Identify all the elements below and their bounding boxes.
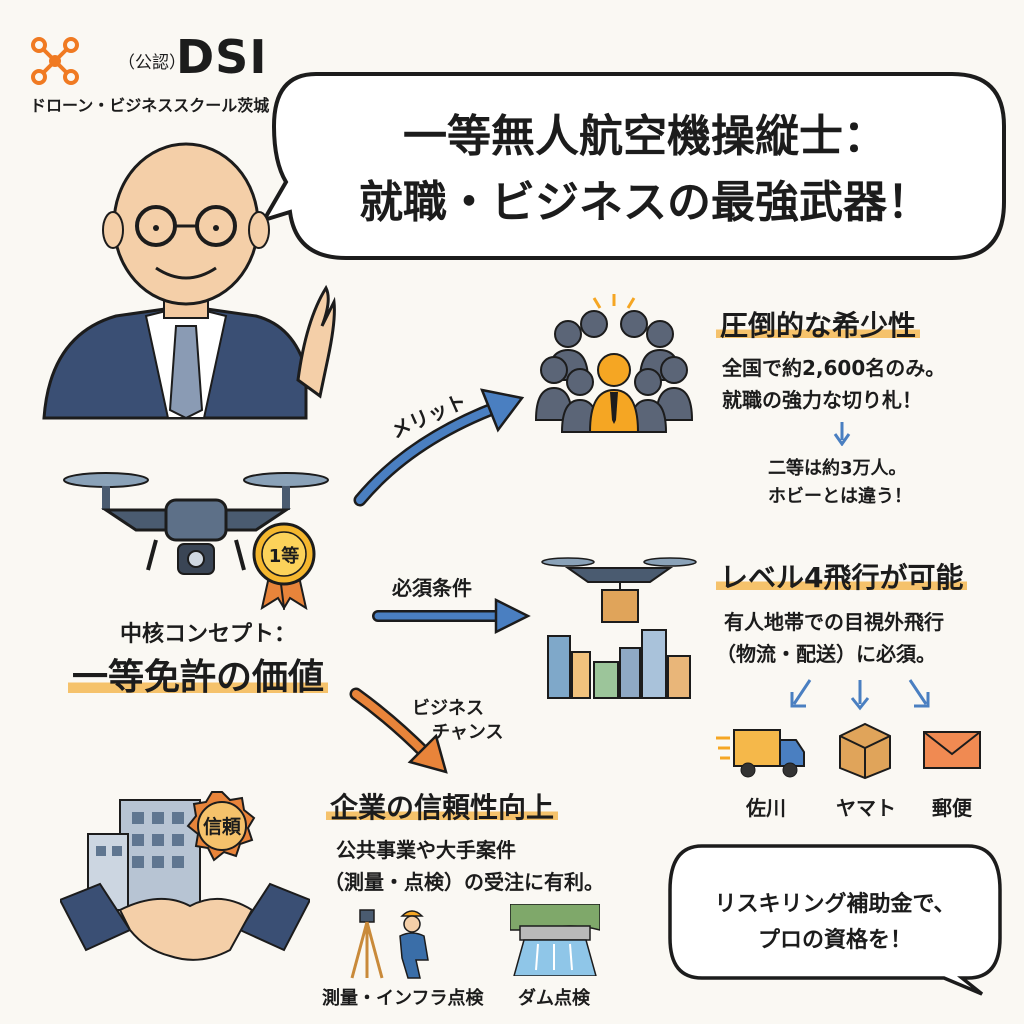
carrier-label-post: 郵便 (932, 796, 972, 820)
trust-line-2: （測量・点検）の受注に有利。 (324, 870, 604, 894)
headline-line1: 一等無人航空機操縦士： (403, 111, 887, 162)
trust-title-text: 企業の信頼性向上 (326, 791, 559, 824)
merit-arrow-icon (350, 380, 530, 510)
delivery-drone-city-icon (538, 552, 700, 702)
brand-name: DSI (176, 30, 268, 84)
carrier-arrows-icon (784, 676, 944, 712)
trust-seal-icon (186, 790, 258, 862)
headline-bubble (256, 62, 1012, 266)
headline-line2: 就職・ビジネスの最強武器！ (359, 177, 931, 228)
truck-icon (716, 724, 808, 780)
business-arrow-icon (348, 686, 458, 776)
rarity-sub-2: ホビーとは違う！ (768, 486, 912, 507)
presenter-illustration (36, 120, 336, 420)
required-arrow-label: 必須条件 (392, 576, 472, 600)
trust-line-1: 公共事業や大手案件 (336, 838, 516, 862)
level4-line-2: （物流・配送）に必須。 (716, 642, 936, 666)
level4-title-text: レベル4飛行が可能 (716, 561, 968, 594)
level4-line-1: 有人地帯での目視外飛行 (724, 610, 944, 634)
example-dam-label: ダム点検 (518, 988, 590, 1009)
trust-title: 企業の信頼性向上 (326, 786, 559, 826)
core-concept-title-text: 一等免許の価値 (68, 657, 329, 698)
rarity-line-2: 就職の強力な切り札！ (722, 388, 922, 412)
rarity-title: 圧倒的な希少性 (716, 304, 921, 344)
business-arrow-label-2: チャンス (432, 722, 504, 743)
brand-school: ドローン・ビジネススクール茨城 (30, 96, 270, 115)
first-class-medal-icon (248, 520, 320, 610)
trust-badge-label: 信頼 (202, 816, 241, 838)
carrier-label-yamato: ヤマト (836, 796, 896, 820)
dam-icon (510, 904, 600, 976)
subsidy-line-1: リスキリング補助金で、 (714, 892, 956, 917)
rarity-sub-1: 二等は約3万人。 (768, 458, 907, 479)
carrier-label-sagawa: 佐川 (746, 796, 786, 820)
required-arrow-icon (372, 596, 532, 636)
core-concept-label: 中核コンセプト： (120, 622, 297, 647)
brand-prefix: （公認） (118, 53, 186, 73)
envelope-icon (920, 726, 984, 774)
core-concept-title: 一等免許の価値 (68, 648, 329, 700)
crowd-icon (534, 290, 694, 440)
subsidy-line-2: プロの資格を！ (757, 928, 912, 953)
business-arrow-label-1: ビジネス (412, 698, 484, 719)
drone-logo-icon (30, 36, 80, 86)
parcel-box-icon (834, 718, 896, 780)
level4-title: レベル4飛行が可能 (716, 556, 968, 596)
first-class-badge-label: 1等 (268, 546, 300, 567)
building-handshake-icon (60, 780, 310, 970)
rarity-line-1: 全国で約2,600名のみ。 (722, 356, 946, 380)
down-arrow-icon (832, 420, 852, 446)
drone-icon (56, 460, 336, 610)
subsidy-bubble (662, 838, 1008, 998)
surveyor-icon (346, 902, 446, 982)
example-survey-label: 測量・インフラ点検 (322, 988, 484, 1009)
rarity-title-text: 圧倒的な希少性 (716, 309, 921, 342)
